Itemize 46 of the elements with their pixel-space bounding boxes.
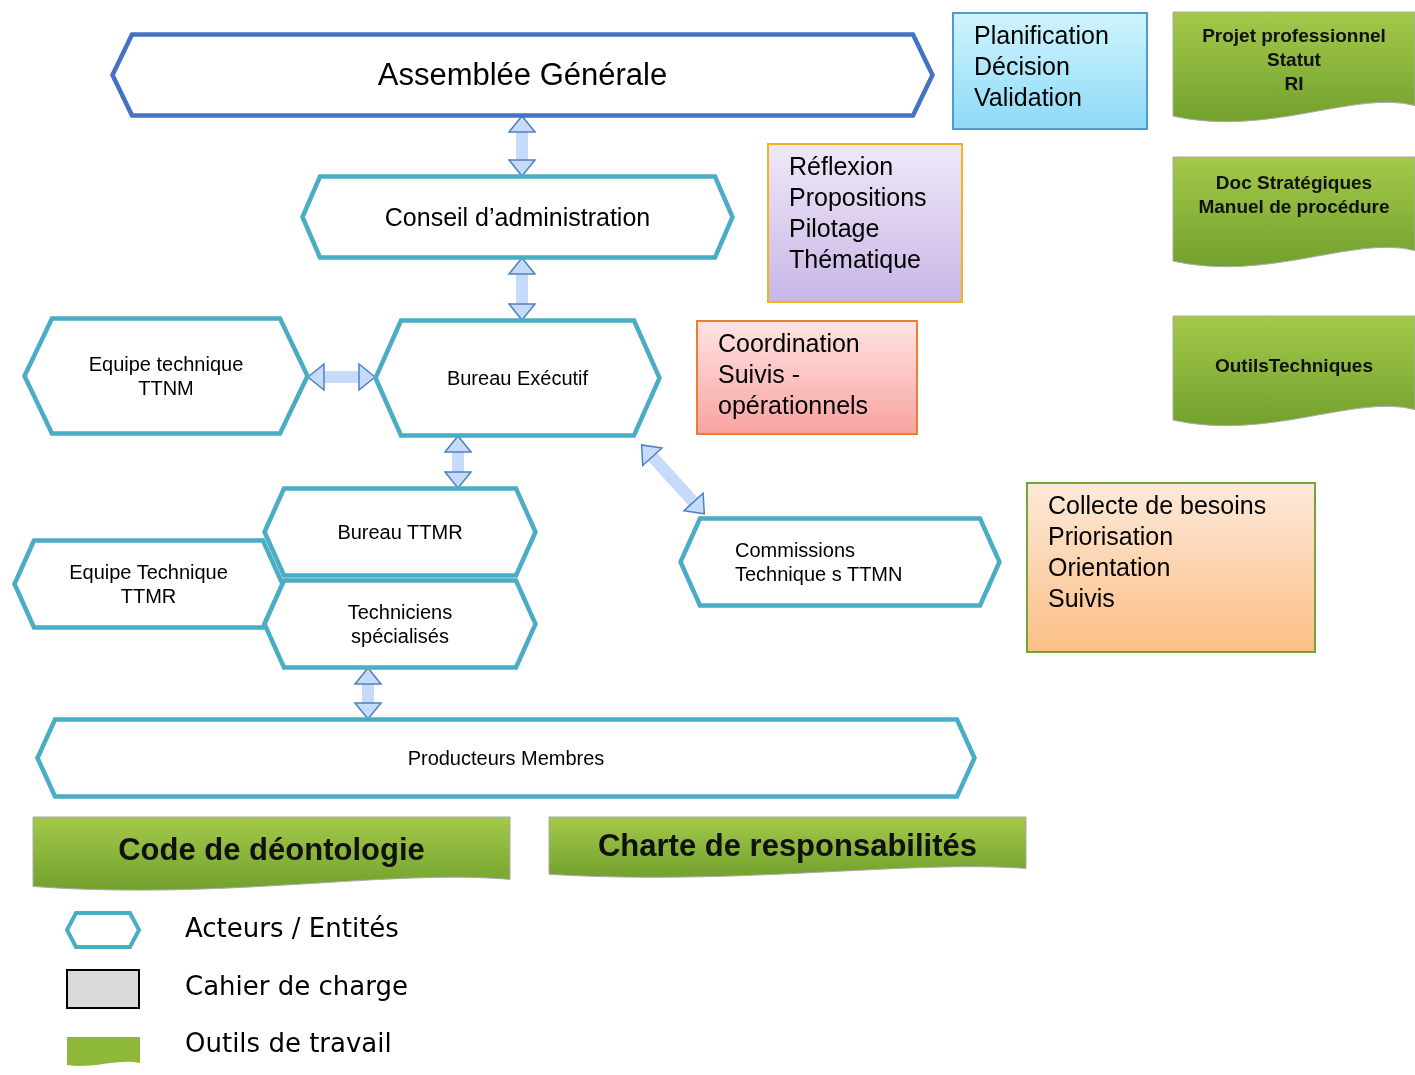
task-text: Suivis: [1048, 583, 1116, 614]
task-text: Coordination: [718, 328, 861, 359]
tool-label: Statut: [1267, 47, 1321, 72]
task-text: Pilotage: [789, 213, 881, 244]
entity-hexagon: [22, 316, 310, 436]
role-box: [696, 320, 918, 435]
task-text: Réflexion: [789, 151, 895, 182]
tool-label: Manuel de procédure: [1198, 194, 1390, 219]
tool-label: RI: [1284, 71, 1304, 96]
double-arrow: [307, 363, 376, 391]
tool-label: Code de déontologie: [118, 831, 425, 869]
legend-label: Cahier de charge: [185, 971, 408, 1001]
entity-label: Producteurs Membres: [407, 746, 605, 770]
task-text: Propositions: [789, 182, 928, 213]
task-text: Thématique: [789, 244, 923, 275]
legend-label: Acteurs / Entités: [185, 913, 399, 943]
entity-hexagon: [262, 486, 538, 578]
task-text: Orientation: [1048, 552, 1172, 583]
role-box: [1026, 482, 1316, 653]
tool-label: Projet professionnel: [1202, 24, 1386, 48]
entity-hexagon: [300, 174, 735, 260]
entity-label: Techniciens spécialisés: [346, 600, 454, 648]
entity-hexagon: [373, 318, 662, 438]
task-text: Décision: [974, 51, 1071, 82]
entity-hexagon: [678, 516, 1002, 608]
entity-hexagon: [262, 578, 538, 670]
task-text: Planification: [974, 20, 1110, 51]
double-arrow: [640, 444, 706, 515]
task-text: Validation: [974, 82, 1083, 113]
entity-label: Conseil d’administration: [384, 202, 651, 232]
tool-label: Doc Stratégiques: [1215, 171, 1373, 195]
tool-label: OutilsTechniques: [1215, 354, 1373, 378]
entity-label: Bureau Exécutif: [446, 366, 589, 390]
legend-label: Outils de travail: [185, 1028, 392, 1058]
entity-label: Equipe technique TTNM: [87, 352, 245, 400]
task-text: Suivis - opérationnels: [718, 359, 870, 421]
entity-label: Assemblée Générale: [377, 56, 668, 94]
entity-label: Bureau TTMR: [337, 520, 463, 544]
entity-label: Equipe Technique TTMR: [68, 560, 229, 608]
tool-label: Charte de responsabilités: [598, 827, 977, 865]
role-box: [767, 143, 963, 303]
entity-hexagon: [12, 538, 285, 630]
role-box: [952, 12, 1148, 130]
task-text: Collecte de besoins: [1048, 490, 1268, 521]
entity-label: Commissions Technique s TTMN: [735, 538, 904, 586]
task-text: Priorisation: [1048, 521, 1175, 552]
